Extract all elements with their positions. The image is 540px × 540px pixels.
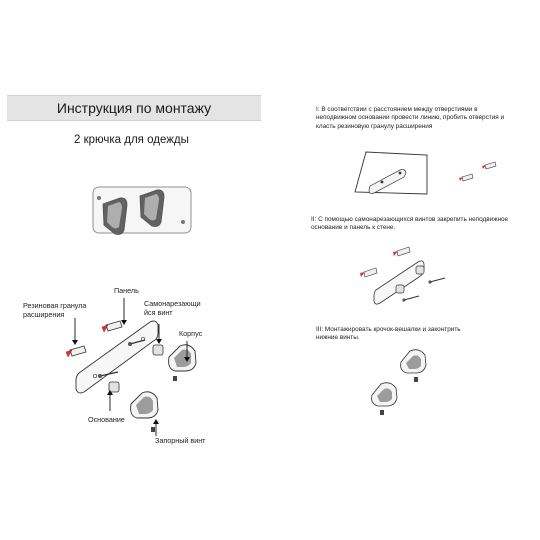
- step-3-hook-left: [371, 382, 398, 415]
- step-1-line-3: класть резиновую гранулу расширения: [316, 122, 433, 130]
- step-2-base-1: [395, 284, 405, 294]
- page-subtitle: 2 крючка для одежды: [74, 134, 189, 146]
- lock-screw-left: [151, 427, 155, 432]
- step-3-illustration: [371, 349, 427, 415]
- step-2-line-1: II: С помощью самонарезающихся винтов за…: [311, 216, 509, 223]
- label-expansion-granule-line2: расширения: [23, 309, 65, 319]
- label-self-tapping-screw-line1: Самонарезающи: [144, 299, 201, 308]
- step-2-line-2: основание и панель к стене.: [311, 224, 396, 232]
- page-title-text: Инструкция по монтажу: [56, 100, 212, 116]
- hook-body-left: [130, 391, 159, 419]
- base-block-left: [108, 381, 120, 393]
- step-1-illustration: [354, 151, 497, 195]
- label-expansion-granule: Резиновая гранула расширения: [23, 301, 87, 319]
- step-3-line-2: нижние винты.: [316, 334, 360, 342]
- label-arrows: [74, 298, 188, 436]
- step-3-hook-right: [400, 349, 427, 382]
- step-3-text: III: Монтажировать крочок-вешалки и зако…: [316, 326, 516, 343]
- label-self-tapping-screw: Самонарезающи йся винт: [144, 299, 201, 317]
- self-tapping-screw-left: [98, 371, 119, 378]
- step-1-line-1: I: В соответствии с расстоянием между от…: [316, 106, 478, 113]
- step-1-granule-2: [482, 161, 497, 170]
- step-2-illustration: [360, 246, 446, 305]
- step-2-screw-1: [402, 295, 420, 302]
- step-2-base-2: [415, 265, 425, 275]
- page-title: Инструкция по монтажу: [7, 95, 261, 121]
- label-expansion-granule-line1: Резиновая гранула: [23, 301, 87, 310]
- label-self-tapping-screw-line2: йся винт: [144, 307, 173, 317]
- base-block-right: [152, 344, 164, 356]
- self-tapping-screw-right: [128, 339, 146, 346]
- expansion-granule-right: [101, 320, 123, 333]
- panel-plate: [75, 320, 159, 394]
- step-2-screw-2: [428, 277, 446, 284]
- label-panel: Панель: [114, 286, 139, 295]
- step-2-granule-1: [360, 267, 378, 278]
- step-2-text: II: С помощью самонарезающихся винтов за…: [311, 216, 531, 233]
- step-2-panel: [373, 260, 425, 305]
- label-lock-screw: Запорный винт: [155, 436, 206, 445]
- expansion-granule-left: [65, 345, 87, 358]
- step-3-line-1: III: Монтажировать крочок-вешалки и зако…: [316, 326, 461, 333]
- step-1-granule-1: [459, 173, 474, 182]
- label-arrowheads: [72, 320, 190, 424]
- step-2-granule-2: [393, 246, 411, 257]
- lock-screw-right: [173, 376, 177, 381]
- label-base: Основание: [88, 415, 125, 424]
- step-1-text: I: В соответствии с расстоянием между от…: [316, 106, 526, 131]
- step-1-line-2: неподвижном основании провести линию, пр…: [316, 114, 505, 122]
- label-body: Корпус: [179, 329, 203, 338]
